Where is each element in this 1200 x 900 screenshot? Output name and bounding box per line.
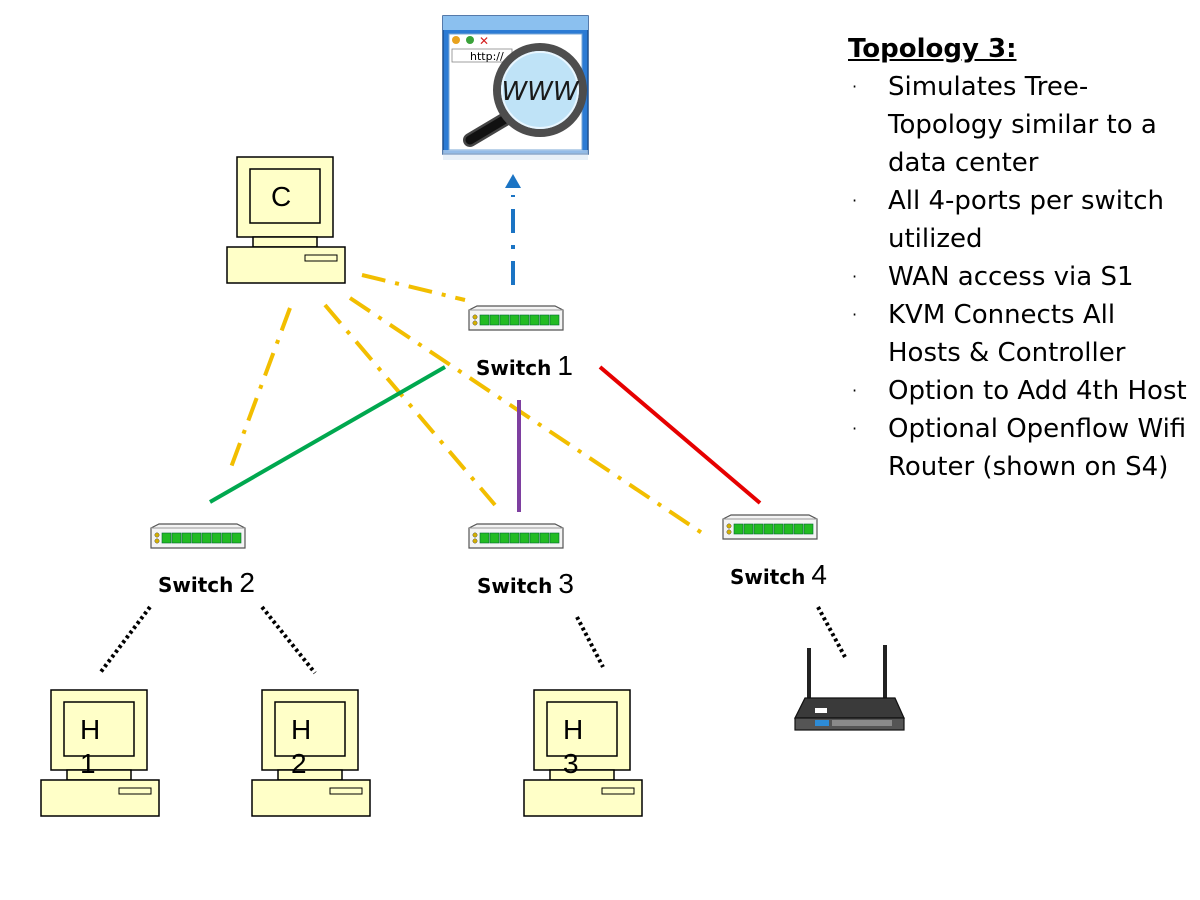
notes-list: ·Simulates Tree-Topology similar to a da… [848, 68, 1188, 486]
kvm-link-c-h4 [348, 296, 707, 537]
switch-3-icon [468, 523, 564, 549]
wifi-router-icon [794, 645, 905, 731]
link-s2-h2 [260, 605, 317, 675]
topology-notes: Topology 3: ·Simulates Tree-Topology sim… [848, 30, 1188, 486]
note-item: ·Optional Openflow Wifi Router (shown on… [852, 414, 1187, 482]
link-s4-router [816, 606, 847, 658]
link-s1-s2 [209, 365, 446, 504]
note-item: ·KVM Connects All Hosts & Controller [852, 300, 1126, 368]
note-item: ·Option to Add 4th Host [852, 376, 1187, 406]
switch-4-icon [722, 514, 818, 540]
www-logo-text: WWW [501, 77, 579, 107]
link-s2-h1 [98, 605, 152, 675]
notes-title: Topology 3: [848, 34, 1017, 64]
wan-arrow-icon [505, 174, 521, 188]
switch-2-icon [150, 523, 246, 549]
controller-label: C [271, 181, 292, 212]
kvm-link-c-s1 [361, 273, 466, 302]
note-item: ·Simulates Tree-Topology similar to a da… [852, 72, 1157, 178]
wan-link [505, 174, 521, 285]
switch-1-icon [468, 305, 564, 331]
www-url-text: http:// [470, 50, 504, 63]
note-item: ·WAN access via S1 [852, 262, 1134, 292]
link-s3-h3 [575, 616, 605, 668]
kvm-link-c-h1 [228, 307, 292, 471]
host-2-label: H 2 [291, 714, 312, 779]
note-item: ·All 4-ports per switch utilized [852, 186, 1164, 254]
www-browser-icon: ✕ http:// WWW [442, 15, 589, 160]
host-1-label: H 1 [80, 714, 101, 779]
svg-text:✕: ✕ [479, 34, 489, 48]
host-links [98, 605, 847, 675]
kvm-links [228, 273, 707, 537]
controller-computer-icon [226, 156, 346, 284]
host-3-label: H 3 [563, 714, 584, 779]
link-s1-s4 [598, 365, 762, 505]
kvm-link-c-h3 [323, 303, 497, 507]
